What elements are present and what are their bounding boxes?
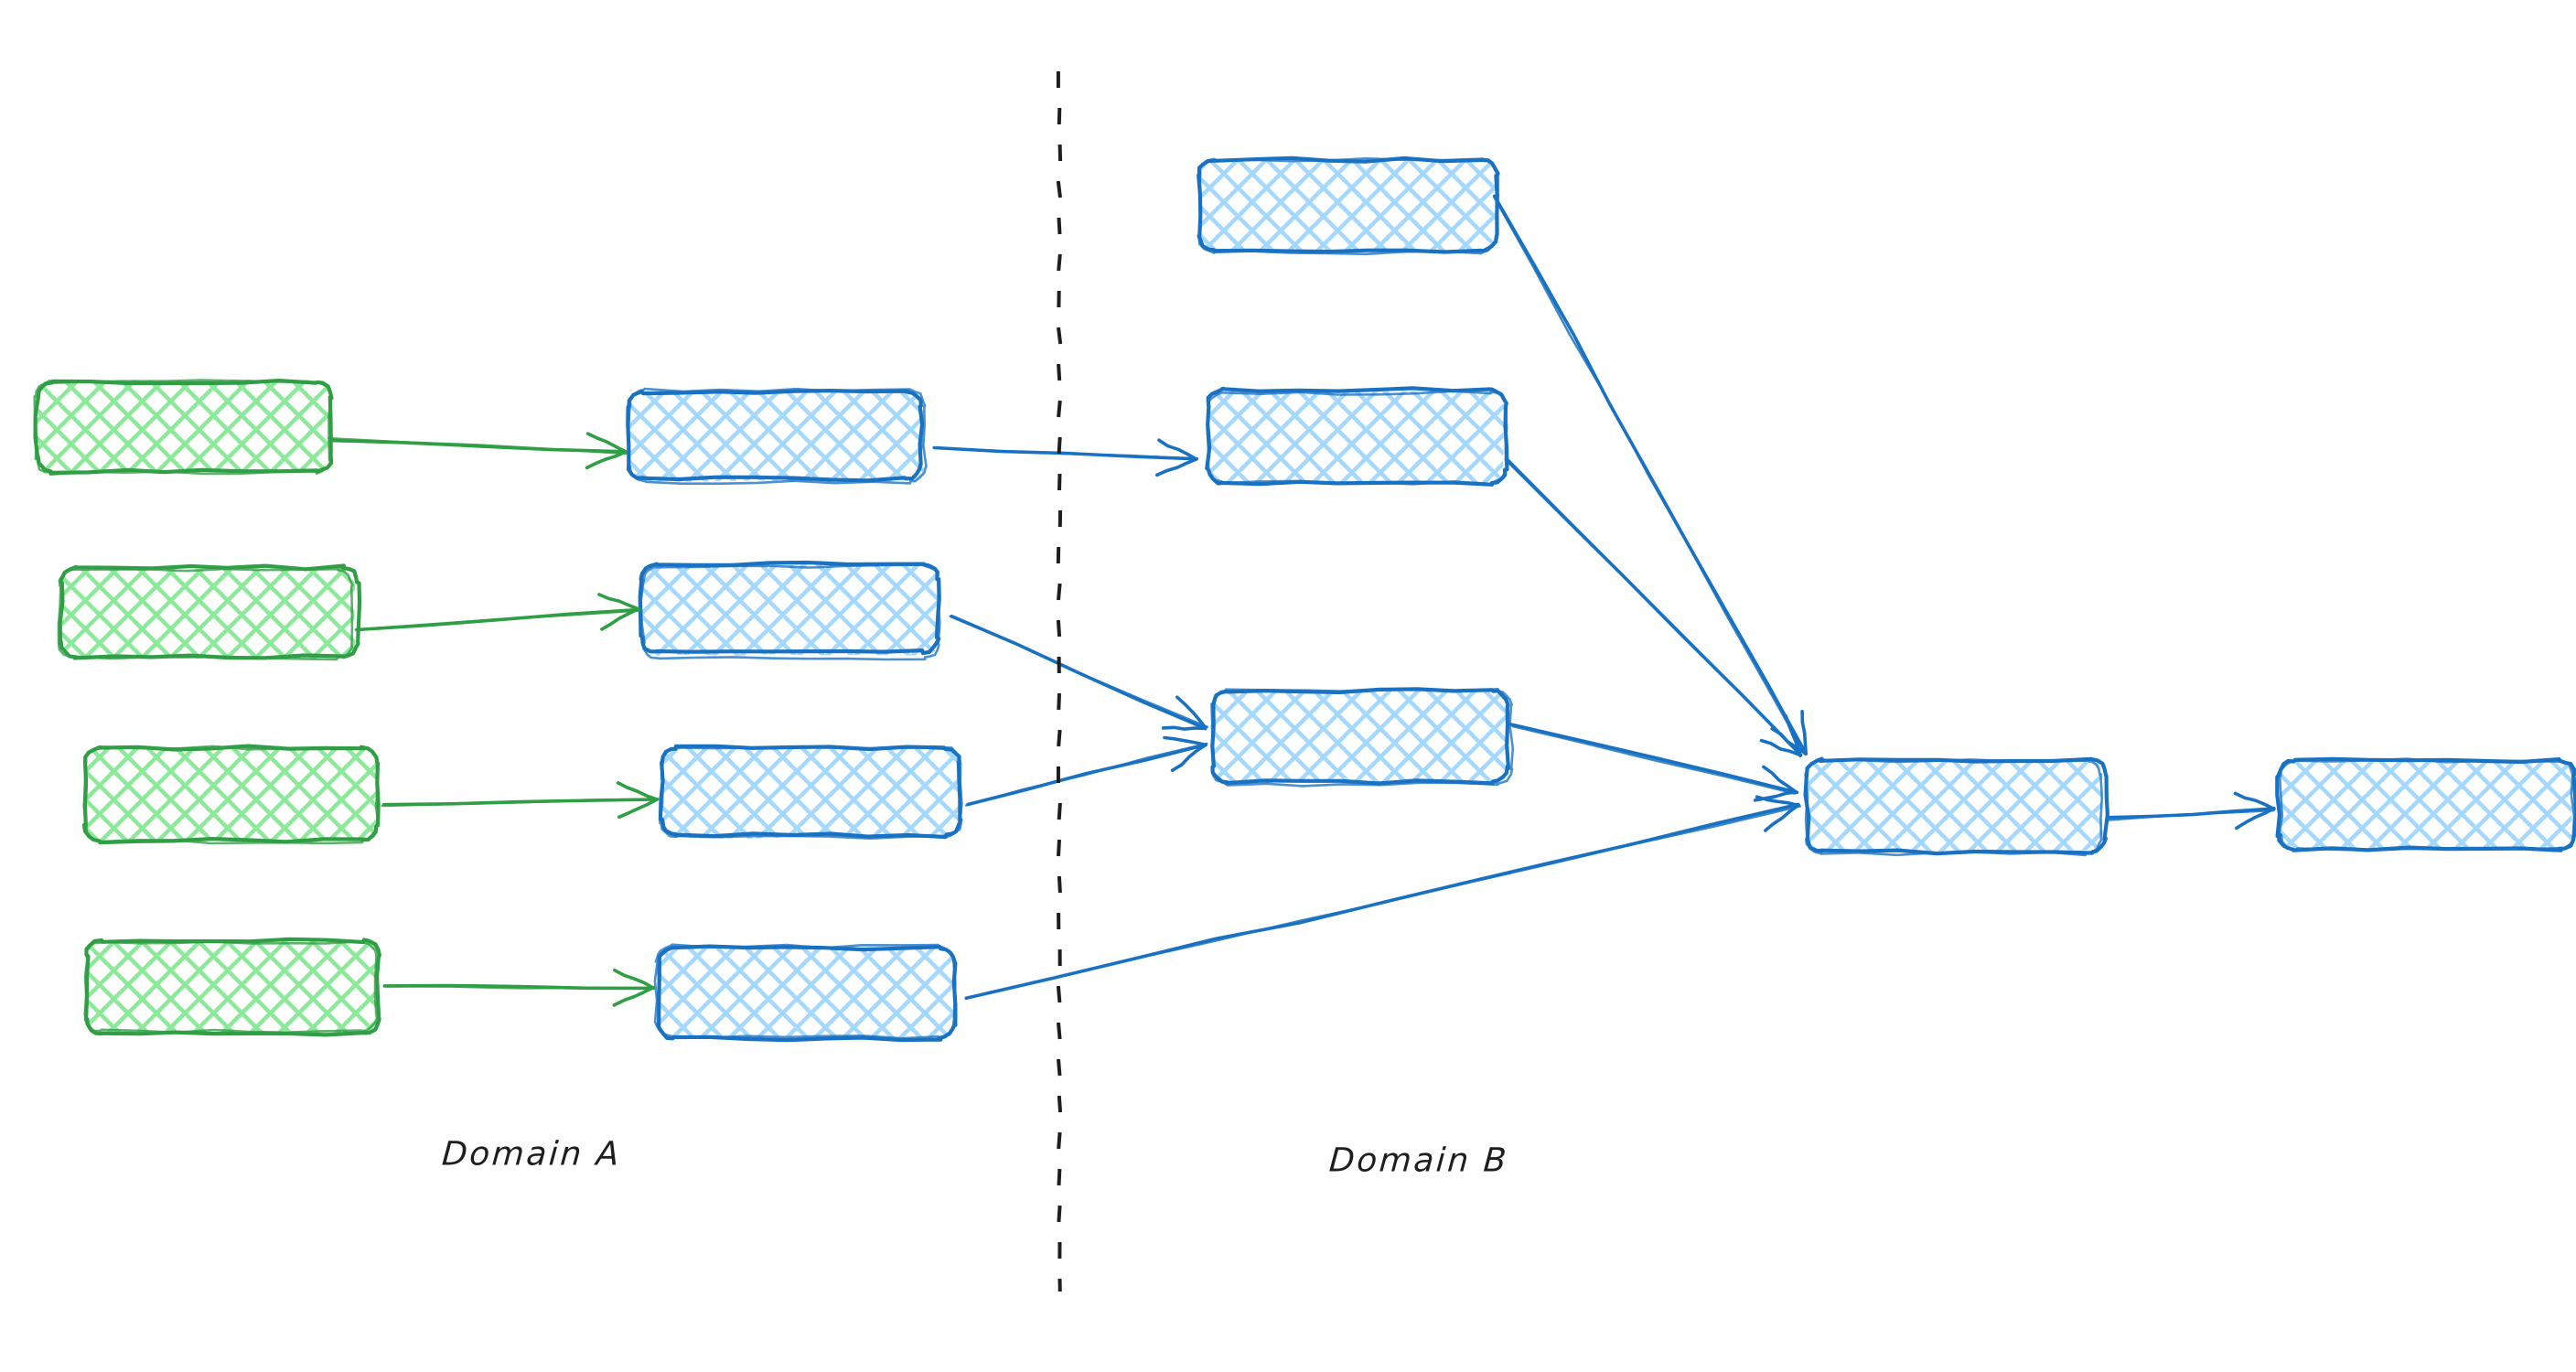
- edge-stroke: [1492, 194, 1808, 756]
- arrowhead-stroke: [1175, 695, 1208, 730]
- node-b-3[interactable]: [1210, 687, 1515, 788]
- arrowhead-stroke: [616, 781, 659, 801]
- edge-b-merge-to-b-out[interactable]: [2108, 791, 2276, 831]
- edge-a-mid-2-to-b-3[interactable]: [949, 614, 1209, 731]
- node-outline: [57, 567, 354, 661]
- node-outline: [83, 939, 379, 1034]
- node-fill: [656, 947, 956, 1039]
- edge-stroke: [967, 805, 1801, 999]
- arrowhead-stroke: [585, 450, 628, 470]
- arrowhead-stroke: [1759, 738, 1803, 757]
- node-outline: [1206, 390, 1508, 486]
- node-fill: [660, 746, 960, 839]
- node-a-mid-1[interactable]: [626, 387, 928, 485]
- edge-b-2-to-b-merge[interactable]: [1504, 456, 1803, 758]
- node-a-src-2[interactable]: [57, 563, 362, 661]
- edge-b-3-to-b-merge[interactable]: [1509, 723, 1799, 802]
- domain-divider: [1056, 71, 1063, 1292]
- edge-a-src-3-to-a-mid-3[interactable]: [381, 781, 660, 820]
- edge-a-mid-3-to-b-3[interactable]: [964, 735, 1208, 807]
- node-outline: [659, 745, 963, 840]
- domain-b-label: Domain B: [1327, 1142, 1510, 1180]
- arrowhead-stroke: [1170, 743, 1208, 772]
- arrowhead-stroke: [597, 593, 641, 611]
- node-b-out[interactable]: [2275, 756, 2576, 852]
- edge-stroke: [2108, 807, 2276, 820]
- node-b-merge[interactable]: [1803, 756, 2109, 857]
- node-fill: [1805, 758, 2104, 852]
- arrowhead-stroke: [1784, 713, 1802, 758]
- arrowhead-stroke: [1155, 457, 1198, 477]
- node-fill: [59, 568, 356, 660]
- edge-a-src-2-to-a-mid-2[interactable]: [354, 593, 641, 632]
- node-fill: [628, 391, 925, 482]
- arrowhead-stroke: [600, 607, 640, 631]
- edge-stroke: [381, 798, 660, 808]
- edge-stroke: [2108, 809, 2275, 821]
- divider-layer: [1056, 71, 1063, 1292]
- arrowhead-stroke: [1764, 803, 1801, 832]
- node-b-2[interactable]: [1205, 386, 1509, 487]
- arrowhead-stroke: [2233, 791, 2276, 811]
- node-fill: [1210, 690, 1508, 784]
- edge-stroke: [1509, 723, 1799, 795]
- edge-stroke: [327, 436, 628, 456]
- arrowhead-stroke: [1157, 438, 1198, 461]
- edge-a-src-4-to-a-mid-4[interactable]: [382, 968, 656, 1007]
- node-outline: [82, 745, 381, 845]
- node-fill: [84, 746, 379, 841]
- node-fill: [2279, 759, 2573, 850]
- node-fill: [35, 379, 331, 471]
- arrowhead-stroke: [1161, 725, 1208, 731]
- node-outline: [2275, 756, 2576, 852]
- node-outline: [627, 387, 928, 485]
- node-outline: [1804, 758, 2104, 857]
- node-a-mid-2[interactable]: [638, 560, 941, 661]
- node-b-1[interactable]: [1197, 155, 1500, 256]
- arrowhead-stroke: [1163, 735, 1208, 747]
- node-outline: [84, 937, 381, 1037]
- node-a-mid-3[interactable]: [658, 744, 963, 840]
- arrowhead-stroke: [1800, 710, 1808, 756]
- node-outline: [1210, 688, 1515, 788]
- edge-stroke: [949, 615, 1209, 728]
- arrowhead-stroke: [585, 432, 628, 454]
- node-a-mid-4[interactable]: [653, 943, 958, 1043]
- node-a-src-1[interactable]: [33, 379, 334, 477]
- node-outline: [1197, 156, 1500, 256]
- arrowhead-stroke: [1762, 765, 1798, 794]
- arrowhead-stroke: [1753, 790, 1798, 802]
- node-outline: [33, 379, 333, 477]
- edges-layer: [327, 194, 2276, 1007]
- edge-stroke: [964, 742, 1208, 807]
- domain-a-label: Domain A: [440, 1135, 623, 1174]
- arrowhead-stroke: [612, 985, 655, 1007]
- nodes-layer: [33, 155, 2576, 1043]
- arrowhead-stroke: [2235, 807, 2276, 831]
- edge-stroke: [932, 446, 1197, 460]
- node-a-src-4[interactable]: [83, 937, 381, 1037]
- node-fill: [1198, 160, 1498, 253]
- edge-stroke: [1511, 724, 1797, 795]
- edge-a-mid-4-to-b-merge[interactable]: [964, 795, 1801, 1001]
- edge-stroke: [1504, 456, 1802, 756]
- node-fill: [84, 939, 380, 1034]
- node-outline: [653, 943, 957, 1040]
- node-outline: [639, 563, 941, 661]
- edge-stroke: [1492, 195, 1806, 756]
- node-fill: [640, 564, 941, 656]
- edge-stroke: [383, 985, 654, 990]
- node-fill: [1207, 390, 1505, 484]
- edge-a-src-1-to-a-mid-1[interactable]: [327, 432, 628, 470]
- arrowhead-stroke: [613, 968, 656, 991]
- node-a-src-3[interactable]: [81, 744, 381, 845]
- node-outline: [656, 944, 958, 1043]
- edge-a-mid-1-to-b-2[interactable]: [932, 438, 1198, 477]
- arrowhead-stroke: [617, 798, 659, 820]
- edge-stroke: [354, 609, 641, 631]
- node-outline: [2278, 757, 2576, 852]
- edge-b-1-to-b-merge[interactable]: [1492, 194, 1808, 756]
